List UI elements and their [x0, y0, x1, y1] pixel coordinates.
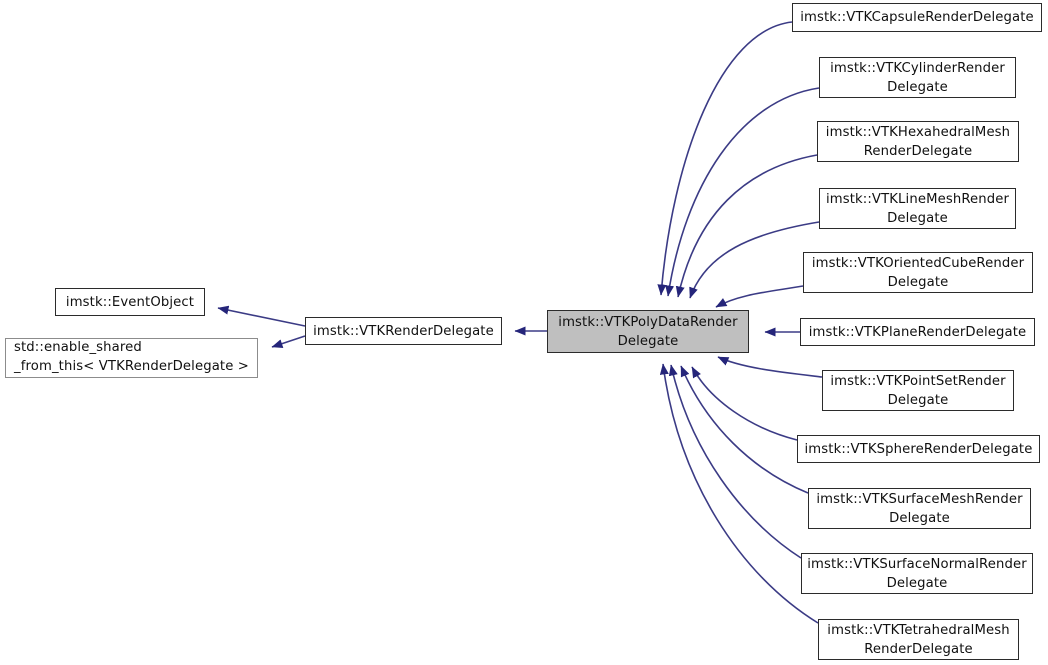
node-label: imstk::VTKPolyDataRender Delegate: [558, 314, 738, 349]
node-vtk-capsule-render-delegate[interactable]: imstk::VTKCapsuleRenderDelegate: [792, 3, 1042, 32]
edge-linemesh-to-polydata: [689, 221, 820, 299]
node-enable-shared-from-this[interactable]: std::enable_shared _from_this< VTKRender…: [5, 338, 258, 378]
node-label: imstk::VTKRenderDelegate: [313, 323, 494, 339]
edge-surfacenormal-to-polydata: [668, 364, 802, 559]
node-vtk-linemesh-render-delegate[interactable]: imstk::VTKLineMeshRender Delegate: [819, 188, 1016, 229]
node-vtk-pointset-render-delegate[interactable]: imstk::VTKPointSetRender Delegate: [822, 370, 1014, 411]
node-label: imstk::VTKSphereRenderDelegate: [804, 441, 1033, 457]
node-label: imstk::VTKSurfaceNormalRender Delegate: [807, 556, 1027, 591]
edge-vtkrenderdelegate-to-eventobject: [217, 305, 306, 327]
node-event-object[interactable]: imstk::EventObject: [55, 288, 205, 316]
node-label: imstk::VTKPointSetRender Delegate: [830, 373, 1006, 408]
node-label: imstk::VTKOrientedCubeRender Delegate: [811, 255, 1025, 290]
edge-pointset-to-polydata: [717, 356, 823, 378]
node-label: imstk::VTKSurfaceMeshRender Delegate: [816, 491, 1023, 526]
node-label: imstk::VTKHexahedralMesh RenderDelegate: [825, 124, 1011, 159]
node-vtk-orientedcube-render-delegate[interactable]: imstk::VTKOrientedCubeRender Delegate: [803, 252, 1033, 293]
node-vtk-surfacenormal-render-delegate[interactable]: imstk::VTKSurfaceNormalRender Delegate: [801, 553, 1033, 594]
node-label: imstk::EventObject: [65, 294, 195, 310]
edge-tetrahedralmesh-to-polydata: [659, 363, 819, 624]
edge-vtkrenderdelegate-to-enableshared: [271, 335, 306, 348]
node-label: imstk::VTKLineMeshRender Delegate: [825, 191, 1010, 226]
node-vtk-sphere-render-delegate[interactable]: imstk::VTKSphereRenderDelegate: [797, 435, 1040, 463]
edge-hexahedralmesh-to-polydata: [675, 154, 818, 298]
node-label: imstk::VTKCylinderRender Delegate: [830, 60, 1005, 95]
edge-surfacemesh-to-polydata: [680, 365, 809, 494]
node-label: imstk::VTKCapsuleRenderDelegate: [800, 10, 1034, 25]
node-vtk-tetrahedralmesh-render-delegate[interactable]: imstk::VTKTetrahedralMesh RenderDelegate: [818, 619, 1019, 660]
edge-cylinder-to-polydata: [665, 87, 820, 297]
node-label: imstk::VTKPlaneRenderDelegate: [808, 324, 1027, 340]
edge-sphere-to-polydata: [691, 366, 798, 441]
node-vtk-cylinder-render-delegate[interactable]: imstk::VTKCylinderRender Delegate: [819, 57, 1016, 98]
node-vtk-surfacemesh-render-delegate[interactable]: imstk::VTKSurfaceMeshRender Delegate: [808, 488, 1031, 529]
node-vtk-plane-render-delegate[interactable]: imstk::VTKPlaneRenderDelegate: [800, 318, 1035, 346]
node-vtk-render-delegate[interactable]: imstk::VTKRenderDelegate: [305, 317, 502, 345]
edge-capsule-to-polydata: [657, 21, 793, 296]
node-label: imstk::VTKTetrahedralMesh RenderDelegate: [827, 622, 1010, 657]
edge-orientedcube-to-polydata: [715, 285, 804, 308]
node-vtk-hexahedralmesh-render-delegate[interactable]: imstk::VTKHexahedralMesh RenderDelegate: [817, 121, 1019, 162]
node-vtk-polydata-render-delegate[interactable]: imstk::VTKPolyDataRender Delegate: [547, 310, 749, 353]
node-label: std::enable_shared _from_this< VTKRender…: [14, 340, 249, 374]
